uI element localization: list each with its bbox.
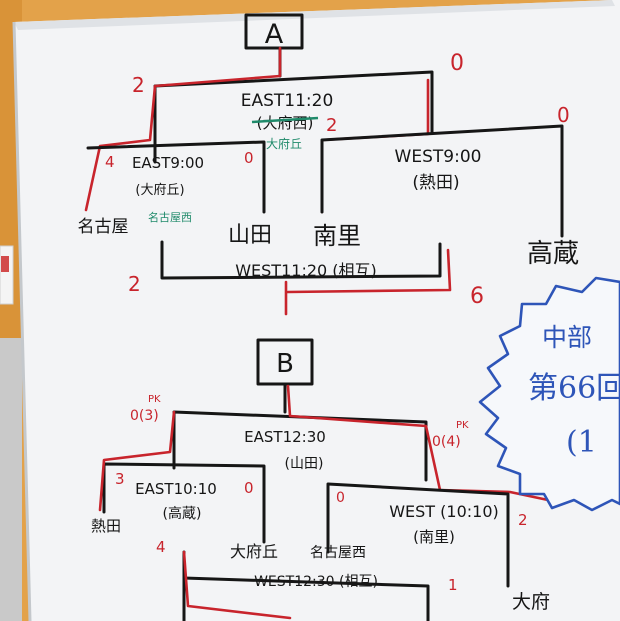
bracket-a-label-box xyxy=(244,13,304,50)
bracket-b-final-score-left: 0(3) xyxy=(130,408,159,424)
bracket-a-east-score-left: 4 xyxy=(105,153,115,171)
bracket-a-final-score-left: 2 xyxy=(132,73,145,97)
bracket-a-west-score-right: 0 xyxy=(557,103,570,127)
bracket-a-east-semi-line xyxy=(86,140,266,214)
bracket-a-final-score-right: 2 xyxy=(326,115,337,136)
bracket-b-team-2: 大府丘 xyxy=(230,542,278,561)
bracket-a-team-3: 南里 xyxy=(313,222,361,250)
bracket-a-final-venue-corrected: 大府丘 xyxy=(266,136,302,151)
bracket-a-east-time: EAST9:00 xyxy=(132,154,204,172)
bracket-a-losers-score-left: 2 xyxy=(128,272,141,296)
bracket-a-losers-red-line xyxy=(284,248,452,316)
board-frame-left xyxy=(0,338,22,621)
bracket-b-west-score-right: 2 xyxy=(518,511,528,529)
bracket-a-losers-score-right: 6 xyxy=(470,284,484,309)
bracket-a-west-venue: (熱田) xyxy=(412,173,459,193)
bracket-b-east-score-right: 0 xyxy=(244,479,254,497)
bracket-a: A 0 2 2 EAST11:20 (大府西) 大府丘 4 0 EAST9:00… xyxy=(78,13,579,316)
bracket-b-west-venue: (南里) xyxy=(413,528,455,546)
wall-sign xyxy=(0,245,14,305)
bracket-a-east-venue-note: 名古屋西 xyxy=(148,210,192,224)
bracket-b-pk-right: PK xyxy=(456,420,469,431)
bracket-a-losers-line xyxy=(160,240,442,280)
wall-sign-mark xyxy=(1,256,9,272)
bracket-b-east-red-path xyxy=(98,410,176,512)
sign-line-3: (1 xyxy=(566,425,597,460)
bracket-b-label: B xyxy=(276,349,294,379)
bracket-a-team-4: 高蔵 xyxy=(527,239,579,269)
bracket-b-team-1: 熱田 xyxy=(91,517,121,535)
bracket-b-team-3: 名古屋西 xyxy=(310,545,366,561)
bracket-b-east-score-left: 3 xyxy=(115,470,125,488)
bracket-b: B EAST12:30 (山田) PK 0(3) PK 0(4) 3 0 EAS… xyxy=(91,338,550,621)
bracket-b-final-venue: (山田) xyxy=(285,456,324,472)
sign-line-2: 第66回 xyxy=(528,371,620,406)
bracket-a-final-time: EAST11:20 xyxy=(241,91,334,111)
whiteboard-left-edge xyxy=(12,21,32,621)
bracket-a-west-semi-line xyxy=(320,124,564,238)
bracket-b-west-score-bottom: 1 xyxy=(448,576,458,594)
bracket-b-losers-time: WEST12:30 (相互) xyxy=(254,574,378,590)
bracket-b-west-score-left: 0 xyxy=(336,490,345,506)
bracket-a-team-2: 山田 xyxy=(228,223,272,248)
bracket-b-west-time: WEST (10:10) xyxy=(389,502,499,521)
bracket-b-west-semi-line xyxy=(326,482,510,588)
bracket-a-final-venue-strike xyxy=(251,116,319,124)
bracket-b-final-score-right: 0(4) xyxy=(432,434,461,450)
blue-speech-sign: 中部 第66回 (1 xyxy=(478,276,620,512)
blue-sign-outline xyxy=(478,276,620,512)
bracket-b-east-venue: (高蔵) xyxy=(163,505,202,522)
sign-line-1: 中部 xyxy=(542,323,592,352)
bracket-b-east-score-bottom: 4 xyxy=(156,538,166,556)
bracket-a-losers-time: WEST11:20 (相互) xyxy=(235,261,377,280)
bracket-b-final-time: EAST12:30 xyxy=(244,428,326,446)
bracket-a-final-venue: (大府西) xyxy=(257,114,314,132)
bracket-b-winner-path xyxy=(286,384,550,502)
whiteboard-top-edge xyxy=(14,0,615,30)
bracket-a-team-1: 名古屋 xyxy=(78,217,129,237)
bracket-b-team-4: 大府 xyxy=(512,591,550,613)
bracket-b-east-time: EAST10:10 xyxy=(135,480,217,498)
bracket-a-top-score: 0 xyxy=(450,51,464,76)
bracket-a-east-score-right: 0 xyxy=(244,149,254,167)
bracket-a-winner-path-left xyxy=(84,46,282,212)
bracket-b-pk-left: PK xyxy=(148,394,161,405)
bracket-a-west-time: WEST9:00 xyxy=(395,147,482,167)
bracket-b-losers-red-line xyxy=(182,550,292,620)
bracket-a-label: A xyxy=(265,19,284,50)
bracket-a-east-venue: (大府丘) xyxy=(135,183,184,198)
